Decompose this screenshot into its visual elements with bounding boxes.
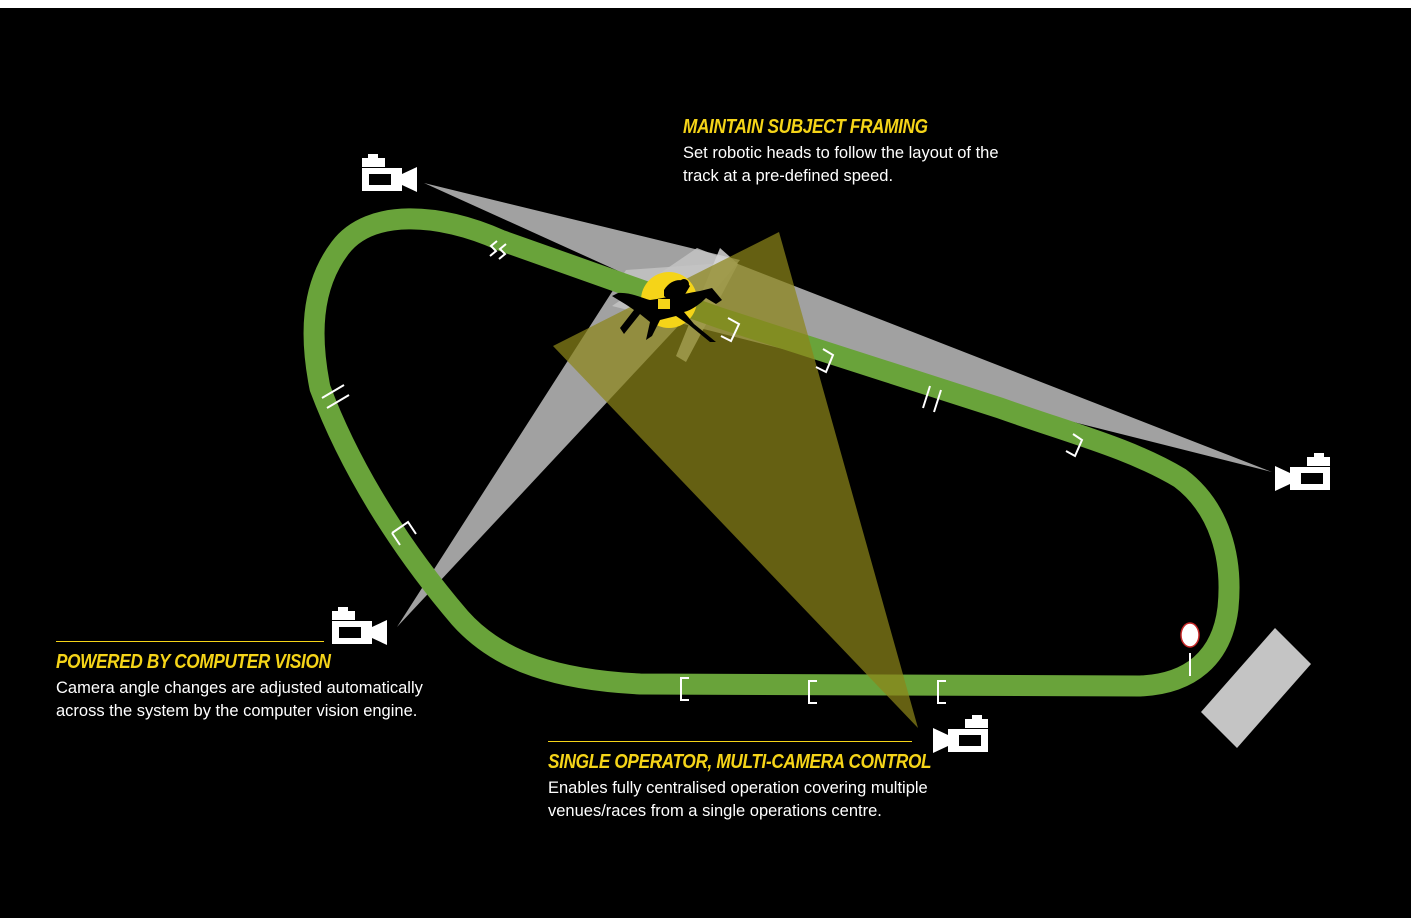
track-markers (321, 240, 1084, 704)
callout-rule (548, 741, 912, 742)
diagram-stage: MAINTAIN SUBJECT FRAMING Set robotic hea… (0, 8, 1411, 918)
callout-body-line: Camera angle changes are adjusted automa… (56, 679, 423, 697)
callout-computer-vision: POWERED BY COMPUTER VISION Camera angle … (56, 641, 516, 723)
callout-title: POWERED BY COMPUTER VISION (56, 651, 331, 673)
horse-and-jockey-icon (612, 279, 722, 342)
callout-title: MAINTAIN SUBJECT FRAMING (683, 116, 928, 138)
callout-title: SINGLE OPERATOR, MULTI-CAMERA CONTROL (548, 751, 932, 773)
camera-right-icon (1275, 453, 1330, 491)
camera-top-left-icon (362, 154, 417, 192)
grandstand (1201, 628, 1311, 748)
racetrack (303, 208, 1240, 697)
callout-single-operator: SINGLE OPERATOR, MULTI-CAMERA CONTROL En… (548, 741, 1008, 823)
winning-post-icon (1180, 622, 1200, 676)
callout-body: Enables fully centralised operation cove… (548, 777, 1008, 823)
saddle-cloth (658, 299, 670, 309)
camera-bottom-left-icon (332, 607, 387, 645)
callout-body-line: track at a pre-defined speed. (683, 167, 894, 185)
racetrack-diagram (303, 154, 1330, 753)
callout-maintain-framing: MAINTAIN SUBJECT FRAMING Set robotic hea… (683, 115, 1103, 188)
callout-body-line: venues/races from a single operations ce… (548, 802, 882, 820)
callout-body: Set robotic heads to follow the layout o… (683, 142, 1103, 188)
callout-rule (56, 641, 324, 642)
callout-body-line: Set robotic heads to follow the layout o… (683, 144, 999, 162)
callout-body-line: across the system by the computer vision… (56, 702, 418, 720)
callout-body: Camera angle changes are adjusted automa… (56, 677, 516, 723)
camera-beam-bottom-center (553, 232, 918, 728)
callout-body-line: Enables fully centralised operation cove… (548, 779, 928, 797)
